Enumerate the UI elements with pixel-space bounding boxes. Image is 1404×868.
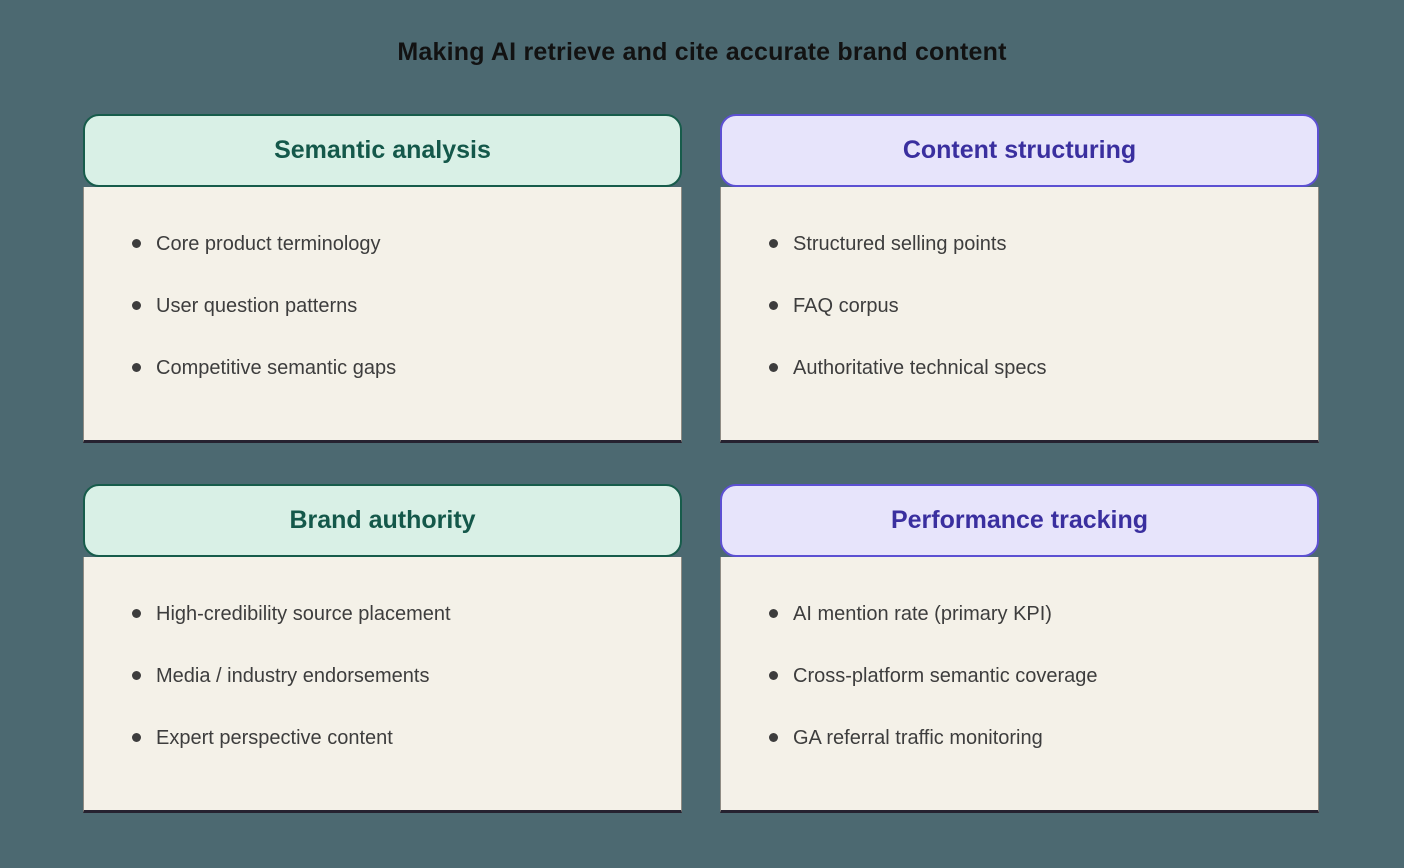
bullet-icon — [769, 609, 778, 618]
card-body-semantic-analysis: Core product terminology User question p… — [83, 187, 682, 443]
list-item-label: Authoritative technical specs — [793, 357, 1047, 379]
card-header-performance-tracking: Performance tracking — [720, 484, 1319, 557]
card-header-brand-authority: Brand authority — [83, 484, 682, 557]
bullet-icon — [769, 239, 778, 248]
list-item: Expert perspective content — [130, 726, 651, 750]
list-item: Cross-platform semantic coverage — [767, 664, 1288, 688]
bullet-list: Structured selling points FAQ corpus Aut… — [721, 187, 1318, 380]
card-header-semantic-analysis: Semantic analysis — [83, 114, 682, 187]
bullet-icon — [132, 239, 141, 248]
card-title: Brand authority — [289, 506, 476, 534]
card-brand-authority: Brand authority High-credibility source … — [83, 484, 682, 813]
card-grid: Semantic analysis Core product terminolo… — [83, 114, 1404, 813]
card-body-performance-tracking: AI mention rate (primary KPI) Cross-plat… — [720, 557, 1319, 813]
card-content-structuring: Content structuring Structured selling p… — [720, 114, 1319, 443]
card-body-content-structuring: Structured selling points FAQ corpus Aut… — [720, 187, 1319, 443]
bullet-icon — [132, 671, 141, 680]
bullet-icon — [132, 733, 141, 742]
list-item-label: Competitive semantic gaps — [156, 357, 397, 379]
card-title: Performance tracking — [890, 506, 1149, 534]
list-item: Authoritative technical specs — [767, 356, 1288, 380]
list-item: FAQ corpus — [767, 294, 1288, 318]
bullet-list: AI mention rate (primary KPI) Cross-plat… — [721, 557, 1318, 750]
list-item: Media / industry endorsements — [130, 664, 651, 688]
list-item-label: Core product terminology — [156, 233, 381, 255]
card-body-brand-authority: High-credibility source placement Media … — [83, 557, 682, 813]
card-semantic-analysis: Semantic analysis Core product terminolo… — [83, 114, 682, 443]
bullet-list: High-credibility source placement Media … — [84, 557, 681, 750]
list-item: High-credibility source placement — [130, 602, 651, 626]
list-item-label: Cross-platform semantic coverage — [793, 665, 1098, 687]
bullet-icon — [769, 301, 778, 310]
list-item-label: Expert perspective content — [156, 727, 393, 749]
bullet-icon — [132, 609, 141, 618]
bullet-icon — [132, 363, 141, 372]
list-item-label: GA referral traffic monitoring — [793, 727, 1043, 749]
list-item-label: FAQ corpus — [793, 295, 899, 317]
bullet-icon — [769, 733, 778, 742]
list-item: AI mention rate (primary KPI) — [767, 602, 1288, 626]
list-item-label: High-credibility source placement — [156, 603, 451, 625]
bullet-icon — [769, 363, 778, 372]
list-item: User question patterns — [130, 294, 651, 318]
page-title: Making AI retrieve and cite accurate bra… — [397, 38, 1007, 66]
list-item: Core product terminology — [130, 232, 651, 256]
card-performance-tracking: Performance tracking AI mention rate (pr… — [720, 484, 1319, 813]
bullet-icon — [769, 671, 778, 680]
list-item: GA referral traffic monitoring — [767, 726, 1288, 750]
bullet-list: Core product terminology User question p… — [84, 187, 681, 380]
list-item-label: User question patterns — [156, 295, 358, 317]
bullet-icon — [132, 301, 141, 310]
card-header-content-structuring: Content structuring — [720, 114, 1319, 187]
card-title: Content structuring — [902, 136, 1137, 164]
list-item: Competitive semantic gaps — [130, 356, 651, 380]
card-title: Semantic analysis — [274, 136, 491, 164]
list-item-label: Structured selling points — [793, 233, 1007, 255]
list-item-label: Media / industry endorsements — [156, 665, 430, 687]
list-item-label: AI mention rate (primary KPI) — [793, 603, 1052, 625]
list-item: Structured selling points — [767, 232, 1288, 256]
